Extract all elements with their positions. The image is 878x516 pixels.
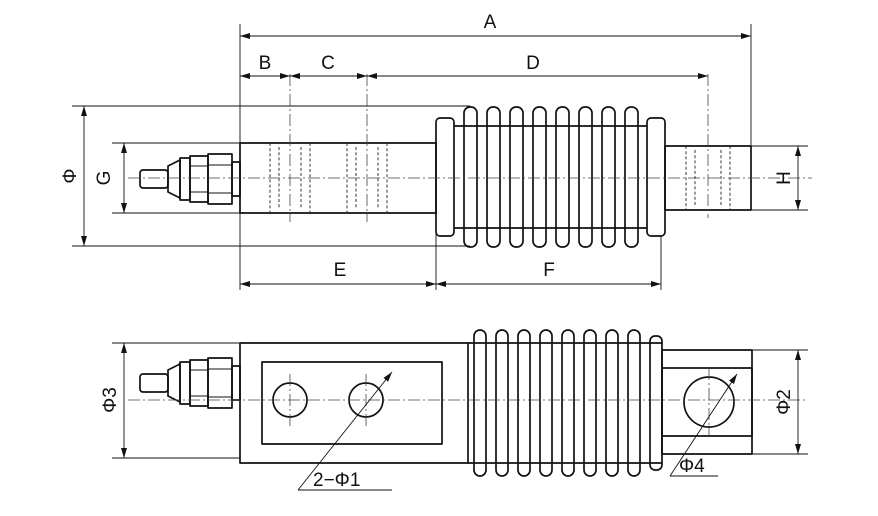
extension-lines-front [72, 24, 808, 290]
end-block-top [661, 349, 753, 455]
dim-label-a: A [484, 12, 497, 33]
dim-label-phi2: Φ2 [774, 389, 795, 415]
dim-label-f: F [543, 260, 555, 281]
dim-label-phi1: 2−Φ1 [313, 470, 360, 491]
dim-label-g: G [94, 171, 115, 186]
dim-label-d: D [526, 53, 540, 74]
top-view [112, 329, 808, 477]
leader-phi4 [669, 373, 738, 477]
body-top [239, 342, 469, 464]
cable-gland-front [139, 153, 241, 205]
dim-label-phi: Φ [60, 168, 81, 183]
dimensions: A B C D E F Φ G H Φ3 Φ2 2−Φ1 Φ4 [60, 12, 801, 491]
cable-gland-top [139, 357, 241, 409]
dim-label-h: H [774, 171, 795, 185]
bellows-front [435, 106, 666, 248]
dim-label-c: C [321, 53, 335, 74]
dim-label-b: B [259, 53, 272, 74]
dim-label-phi4: Φ4 [679, 456, 705, 477]
bellows-top [468, 329, 663, 477]
front-view [72, 24, 812, 290]
dim-label-e: E [334, 260, 347, 281]
dim-label-phi3: Φ3 [100, 387, 121, 413]
body-top-recess [261, 361, 443, 445]
leader-phi1 [297, 371, 393, 491]
